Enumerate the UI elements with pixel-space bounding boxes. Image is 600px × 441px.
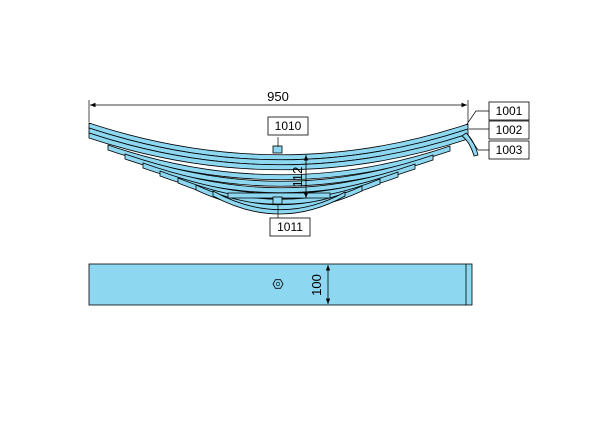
leaf-stack: [88, 122, 469, 215]
part-label-box-1002: [488, 120, 530, 140]
part-label-1003: 1003: [496, 143, 523, 157]
part-label-1002: 1002: [496, 123, 523, 137]
leaf-4: [107, 144, 451, 181]
part-label-1011: 1011: [277, 220, 303, 234]
leaf-10: [212, 190, 346, 215]
part-label-box-1010: [267, 116, 309, 136]
part-label-box-1001: [488, 101, 530, 121]
part-label-1001: 1001: [496, 104, 523, 118]
dimension-height-value: 112: [290, 167, 305, 188]
centre-bolt-head: [272, 145, 283, 154]
spring-eye-right: [461, 132, 479, 157]
part-label-box-1011: [269, 217, 311, 237]
part-label-1010: 1010: [275, 119, 302, 133]
part-label-box-1003: [488, 140, 530, 160]
leaf-5: [124, 153, 434, 187]
top-view-centre-bolt: [272, 279, 284, 289]
centre-bolt-nut: [272, 196, 283, 205]
dimension-length-value: 950: [267, 89, 289, 104]
top-view: 100: [88, 263, 473, 306]
side-view: 950 112 1010 1011 1001 1002 1003: [88, 89, 530, 237]
dimension-width-value: 100: [309, 274, 324, 296]
